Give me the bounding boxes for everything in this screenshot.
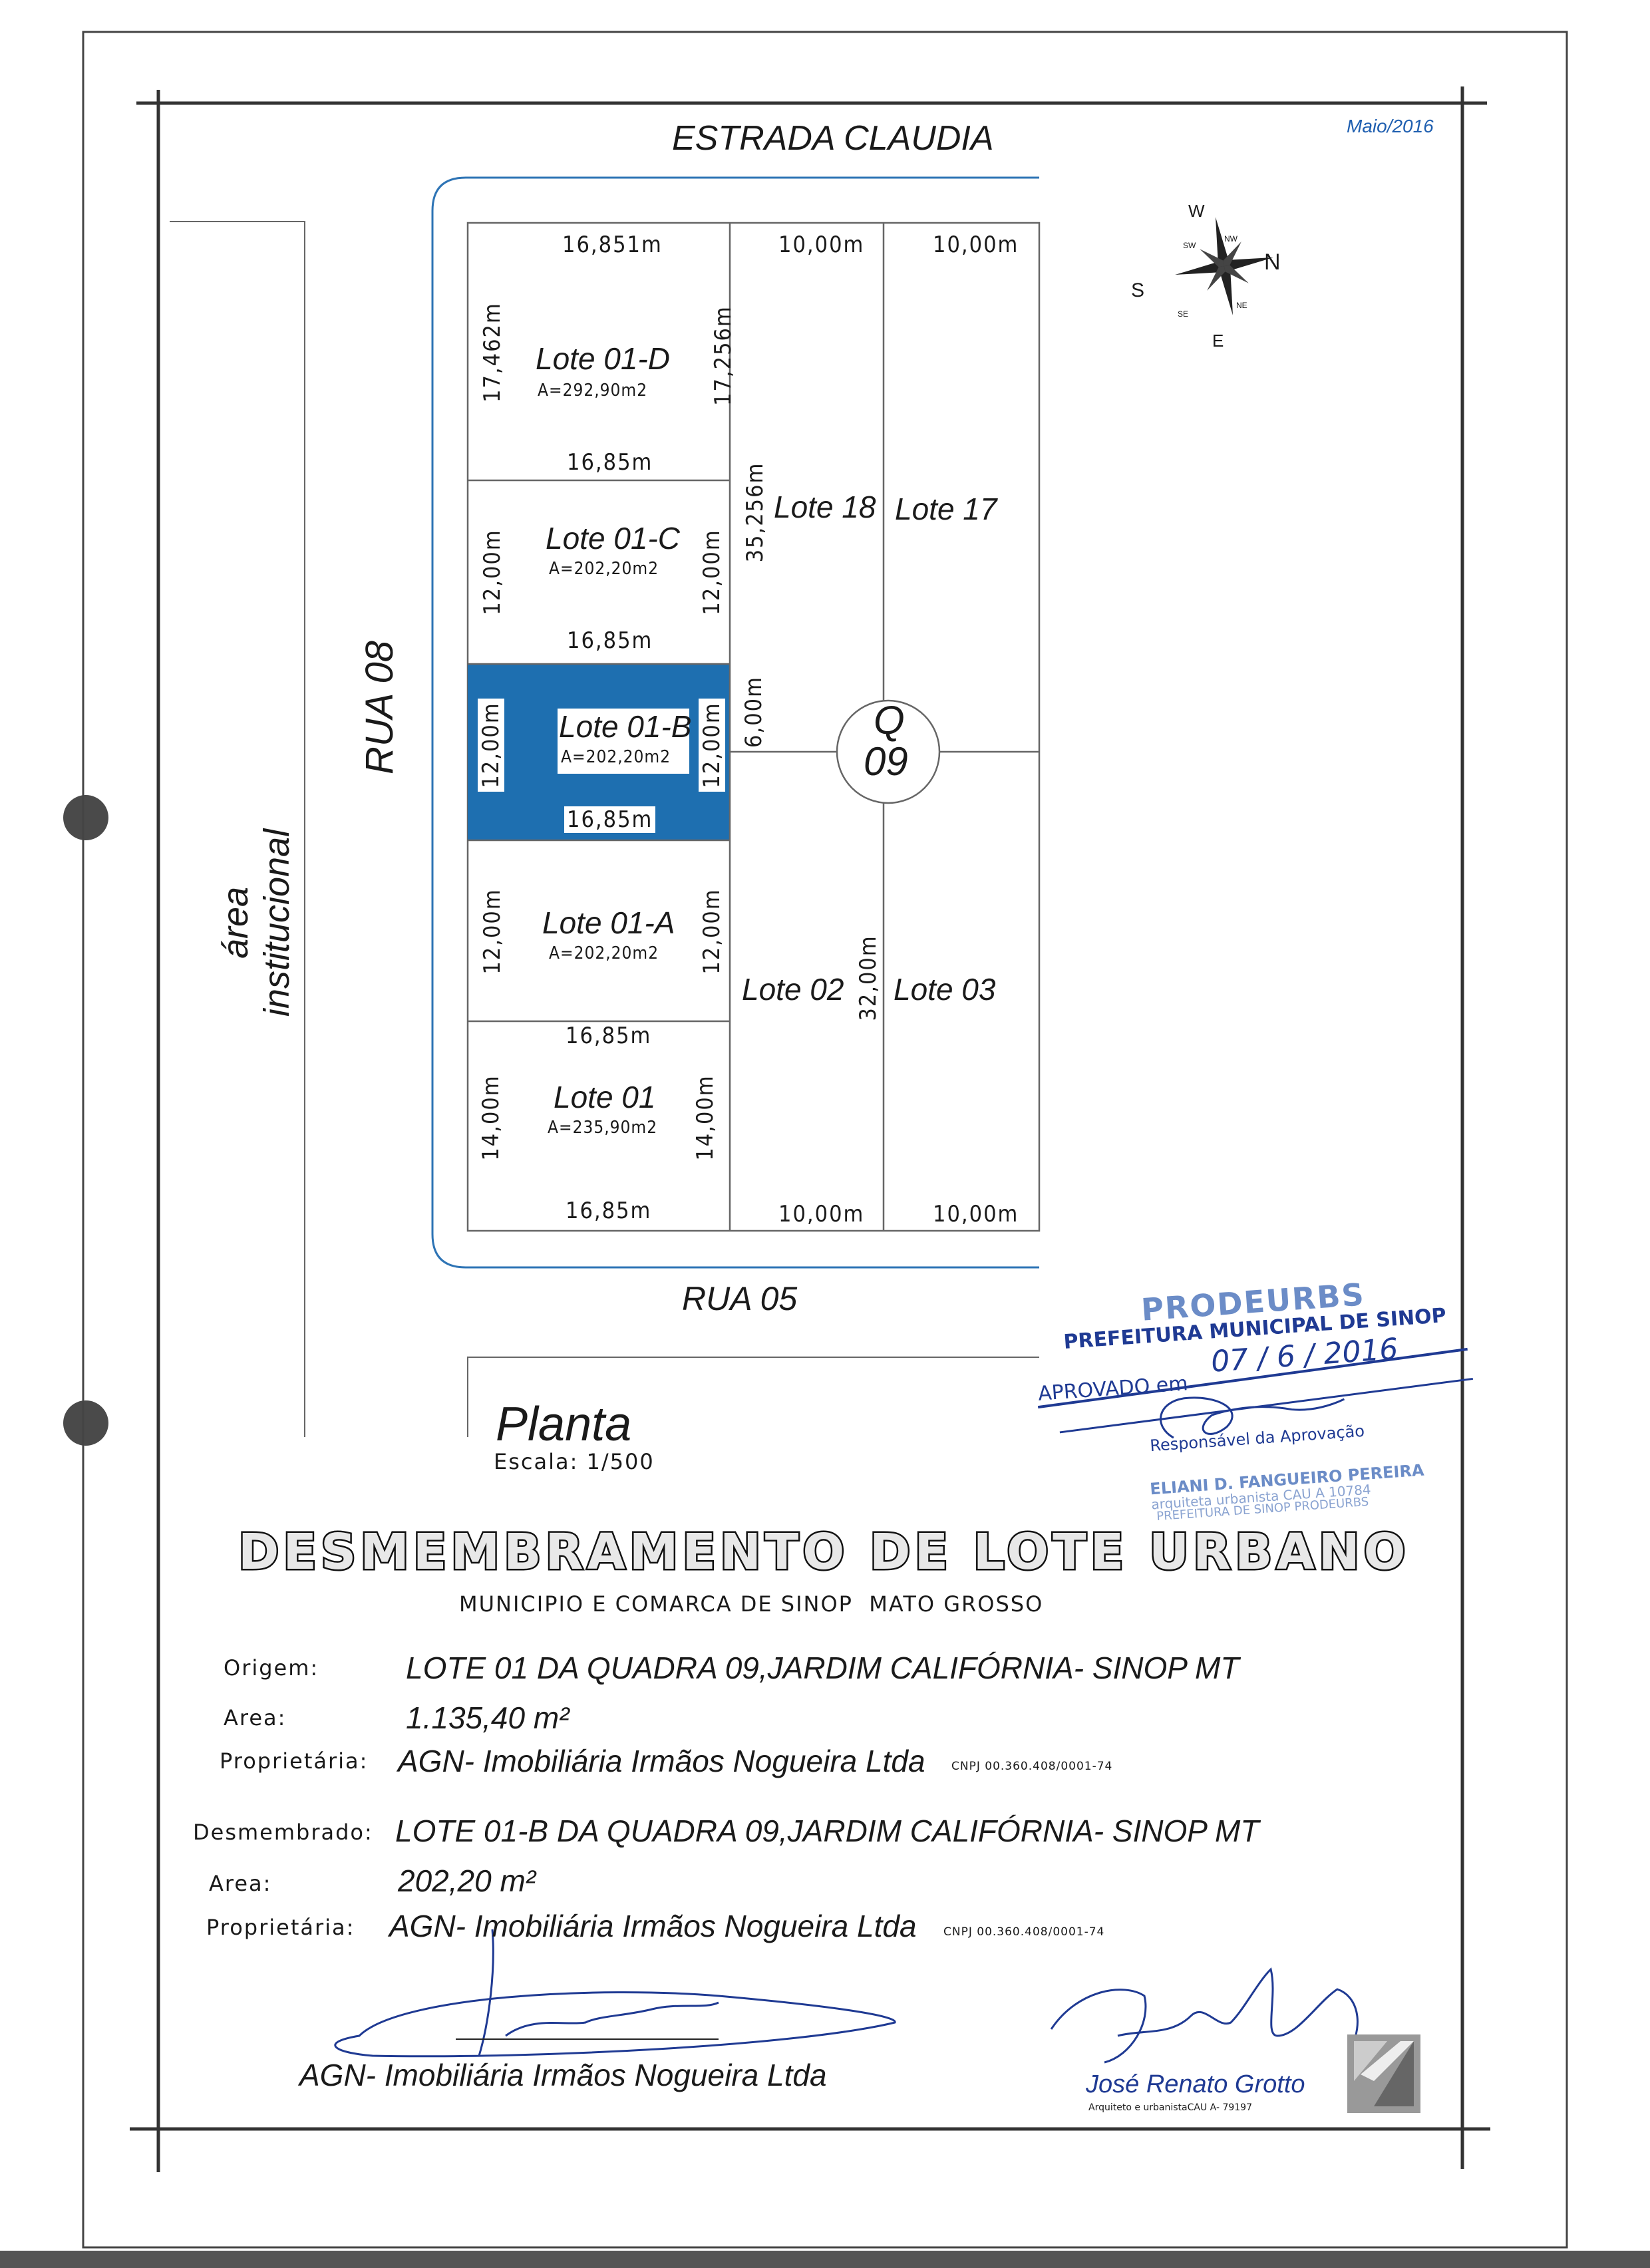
bottom-right-dim: 10,00m <box>933 1201 1019 1227</box>
owner-signature <box>334 1929 896 2058</box>
owner-signature-name: AGN- Imobiliária Irmãos Nogueira Ltda <box>299 2058 827 2092</box>
lot-01c-top-dim: 16,85m <box>567 449 653 476</box>
lot-01b-label-box <box>558 709 689 774</box>
block-letter: Q <box>874 698 905 742</box>
lote03-name: Lote 03 <box>894 972 996 1007</box>
compass-se: SE <box>1178 309 1189 319</box>
origin-area-value: 1.135,40 m² <box>406 1701 570 1735</box>
origin-owner-label: Proprietária: <box>220 1748 369 1774</box>
institutional-area-label: área institucional <box>216 828 297 1017</box>
lote02-name: Lote 02 <box>742 972 844 1007</box>
lot-01d-name: Lote 01-D <box>536 341 671 376</box>
architect-name: José Renato Grotto <box>1086 2070 1305 2098</box>
lot-01c-right-dim: 12,00m <box>699 529 725 615</box>
lot-01d-left-dim: 17,462m <box>479 302 506 403</box>
road-west-label: RUA 08 <box>357 641 401 774</box>
lot-01-area: A=235,90m2 <box>548 1118 658 1138</box>
lot-01b-top-dim: 16,85m <box>567 627 653 654</box>
bottom-mid-dim: 10,00m <box>778 1201 865 1227</box>
lot-01b-left-dim: 12,00m <box>478 699 504 792</box>
compass-sw: SW <box>1183 241 1196 250</box>
split-area-value: 202,20 m² <box>398 1863 536 1898</box>
lot-01b-right-dim: 12,00m <box>699 699 725 792</box>
lot-01a-name: Lote 01-A <box>542 905 675 940</box>
top-mid-dim: 10,00m <box>778 232 865 258</box>
lot-01c-name: Lote 01-C <box>546 521 681 556</box>
road-south-label: RUA 05 <box>682 1280 798 1317</box>
lot-01d-area: A=292,90m2 <box>538 381 648 401</box>
punch-hole-top <box>63 795 108 840</box>
origin-value: LOTE 01 DA QUADRA 09,JARDIM CALIFÓRNIA- … <box>406 1651 1239 1685</box>
split-owner-label: Proprietária: <box>206 1915 355 1940</box>
top-right-dim: 10,00m <box>933 232 1019 258</box>
lote17-name: Lote 17 <box>895 492 997 526</box>
origin-owner-value: AGN- Imobiliária Irmãos Nogueira Ltda <box>398 1744 925 1778</box>
punch-hole-bottom <box>63 1400 108 1446</box>
stamp-rule-1 <box>1037 1347 1468 1409</box>
scale-label: Escala: 1/500 <box>494 1449 655 1474</box>
lot-01b-area: A=202,20m2 <box>561 747 671 767</box>
lot-01a-right-dim: 12,00m <box>699 888 725 975</box>
lot-01-bottom-dim: 16,85m <box>566 1198 652 1224</box>
lote18-side-dim: 35,256m <box>742 462 768 563</box>
lot-01d-right-dim: 17,256m <box>710 305 737 406</box>
compass-w: W <box>1188 201 1205 221</box>
lot-01-name: Lote 01 <box>554 1080 656 1114</box>
split-owner-value: AGN- Imobiliária Irmãos Nogueira Ltda <box>389 1909 917 1943</box>
lot-01-right-dim: 14,00m <box>692 1074 719 1161</box>
lot-01c-left-dim: 12,00m <box>479 529 506 615</box>
lot-01b-name: Lote 01-B <box>559 709 692 744</box>
compass-nw: NW <box>1224 234 1238 243</box>
outer-frame <box>82 31 1568 2249</box>
lot-01a-left-dim: 12,00m <box>479 888 506 975</box>
lot-01-left-dim: 14,00m <box>478 1074 504 1161</box>
architect-logo <box>1347 2034 1420 2113</box>
compass-e: E <box>1212 331 1224 351</box>
split-area-label: Area: <box>209 1871 272 1896</box>
date-label: Maio/2016 <box>1347 116 1434 136</box>
document-title: DESMEMBRAMENTO DE LOTE URBANO <box>237 1522 1410 1583</box>
road-north-label: ESTRADA CLAUDIA <box>672 119 994 158</box>
architect-title: Arquiteto e urbanistaCAU A- 79197 <box>1088 2102 1252 2113</box>
institutional-area-boundary <box>170 221 305 1437</box>
road-boundary-blue <box>431 176 1039 1269</box>
split-cnpj: CNPJ 00.360.408/0001-74 <box>943 1925 1105 1939</box>
split-value: LOTE 01-B DA QUADRA 09,JARDIM CALIFÓRNIA… <box>395 1814 1259 1848</box>
lot-01b-bottom-dim: 16,85m <box>564 806 656 833</box>
origin-cnpj: CNPJ 00.360.408/0001-74 <box>951 1760 1113 1773</box>
split-label: Desmembrado: <box>193 1820 373 1845</box>
lot-01c-area: A=202,20m2 <box>549 559 659 579</box>
lot-01a-area: A=202,20m2 <box>549 943 659 963</box>
approval-stamp <box>1037 1347 1473 1439</box>
gap-dim: 6,00m <box>741 676 767 748</box>
stamp-rule-2 <box>1059 1377 1473 1434</box>
architect-signature <box>1050 1967 1359 2064</box>
compass-s: S <box>1131 279 1145 301</box>
lote02-side-dim: 32,00m <box>855 935 882 1021</box>
block-circle <box>836 699 941 804</box>
south-road-edge <box>467 1357 1039 1437</box>
scan-bottom-edge <box>0 2251 1650 2268</box>
plan-label: Planta <box>496 1398 632 1451</box>
stamp-signature <box>1160 1396 1345 1439</box>
lot-01-top-dim: 16,85m <box>566 1023 652 1049</box>
compass-ne: NE <box>1236 301 1247 310</box>
lot-01d-top-dim: 16,851m <box>562 232 663 258</box>
document-subtitle: MUNICIPIO E COMARCA DE SINOP MATO GROSSO <box>459 1591 1044 1617</box>
origin-area-label: Area: <box>224 1705 287 1730</box>
compass-rose <box>1175 217 1273 315</box>
origin-label: Origem: <box>224 1655 319 1681</box>
block-number: 09 <box>864 739 908 784</box>
compass-n: N <box>1264 249 1281 275</box>
lote18-name: Lote 18 <box>774 490 876 524</box>
